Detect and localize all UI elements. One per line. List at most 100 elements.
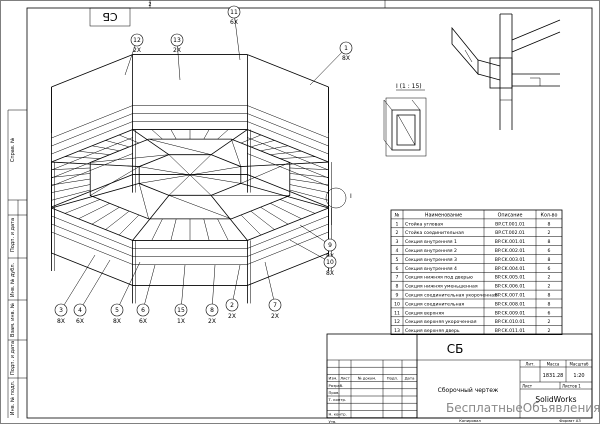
- table-cell: 5: [396, 257, 399, 263]
- callout-9: 98X: [300, 225, 336, 260]
- table-header-cell: Наименование: [425, 212, 462, 218]
- side-label: Взам. инв. №: [10, 302, 16, 337]
- callout-number: 5: [115, 307, 119, 314]
- callout-qty: 8X: [113, 318, 121, 325]
- table-cell: Секция внутренняя 4: [405, 266, 457, 272]
- title-block-header: Дата: [405, 376, 415, 381]
- radial-beam: [133, 130, 169, 155]
- table-cell: Секция внутренняя 3: [405, 257, 457, 263]
- table-cell: 1: [396, 221, 399, 227]
- callout-3: 3 8X: [55, 255, 95, 325]
- table-cell: Стойка угловая: [405, 220, 443, 227]
- table-cell: 11: [394, 310, 400, 316]
- table-cell: 6: [548, 266, 551, 272]
- table-cell: Секция верхняя: [405, 310, 444, 316]
- callout-number: 13: [173, 37, 181, 44]
- title-block-row-label: Пров.: [329, 390, 340, 395]
- callout-2: 22X: [226, 265, 240, 320]
- detail-marker: I: [350, 193, 352, 200]
- table-cell: Секция нижняя под дверью: [405, 275, 473, 281]
- table-cell: Секция внутренняя 2: [405, 248, 457, 254]
- copied-label: Копировал: [459, 418, 481, 423]
- table-cell: BP.CK.002.01: [495, 248, 525, 254]
- callout-number: 7: [273, 302, 277, 309]
- table-cell: 10: [394, 301, 400, 307]
- lit-label: Лит.: [525, 362, 534, 367]
- table-cell: 6: [548, 248, 551, 254]
- detail-view: I (1 : 15) I: [326, 83, 426, 208]
- table-cell: BP.CK.001.01: [495, 239, 525, 245]
- table-header-cell: Кол-во: [541, 212, 558, 218]
- callout-number: 2: [230, 302, 234, 309]
- callout-qty: 6X: [139, 318, 147, 325]
- title-block-header: № докум.: [358, 376, 377, 381]
- table-cell: BP.CK.005.01: [495, 275, 525, 281]
- table-cell: 8: [548, 301, 551, 307]
- radial-beam: [241, 162, 329, 167]
- table-cell: 9: [396, 293, 399, 299]
- callout-qty: 2X: [208, 318, 216, 325]
- table-cell: 8: [548, 221, 551, 227]
- sheet-label: Лист: [522, 384, 533, 389]
- detail-label: I (1 : 15): [396, 83, 422, 90]
- callout-qty: 2X: [271, 313, 279, 320]
- table-cell: 2: [548, 328, 551, 334]
- radial-beam: [211, 130, 247, 155]
- title-block-row-label: Н. контр.: [329, 412, 347, 417]
- callout-qty: 8X: [57, 318, 65, 325]
- callouts: 122X132X116X18X98X108X38X46X58X66X151X82…: [55, 6, 352, 325]
- side-label: Инв. № дубл.: [10, 262, 16, 297]
- table-cell: 13: [394, 328, 400, 334]
- table-cell: 2: [396, 230, 399, 236]
- title-block-header: Изм.: [329, 376, 338, 381]
- table-cell: BP.CK.006.01: [495, 284, 525, 290]
- table-header-cell: Описание: [498, 212, 523, 218]
- callout-number: 11: [230, 9, 238, 16]
- table-cell: 2: [548, 230, 551, 236]
- table-cell: Секция соединительная: [405, 301, 464, 307]
- detail-circle: [326, 188, 346, 208]
- table-cell: Стойка соединительная: [405, 229, 464, 236]
- zoom-detail: [452, 14, 560, 130]
- table-cell: 3: [396, 239, 399, 245]
- title-block-row-label: Утв.: [329, 419, 337, 424]
- table-cell: Секция внутренняя 1: [405, 239, 457, 245]
- table-cell: Секция верхняя укороченная: [405, 319, 477, 325]
- callout-number: 6: [141, 307, 145, 314]
- callout-8: 82X: [206, 265, 218, 325]
- sheets-label: Листов 1: [562, 384, 581, 389]
- frame-mid-ring: [90, 139, 290, 219]
- table-row: 4 Секция внутренняя 2 BP.CK.002.01 6: [396, 248, 551, 254]
- callout-number: 3: [59, 307, 63, 314]
- callout-qty: 8X: [342, 55, 350, 62]
- scale-label: Масштаб: [569, 362, 589, 367]
- table-cell: 8: [548, 257, 551, 263]
- callout-qty: 6X: [76, 318, 84, 325]
- mass-value: 1831.28: [543, 373, 564, 379]
- callout-qty: 2X: [133, 47, 141, 54]
- table-cell: Секция нижняя уменьшенная: [405, 284, 478, 290]
- table-cell: 6: [396, 266, 399, 272]
- table-header-cell: №: [395, 212, 400, 218]
- side-label: Справ. №: [10, 137, 16, 162]
- format-label: Формат A3: [559, 418, 581, 423]
- table-cell: 12: [394, 319, 400, 325]
- top-rail: [51, 55, 132, 87]
- mass-label: Масса: [547, 362, 560, 367]
- title-block-row-label: Т. контр.: [328, 397, 347, 402]
- side-label: Подп. и дата: [10, 218, 16, 252]
- table-cell: Секция соединительная укороченная: [405, 293, 497, 299]
- table-cell: 4: [396, 248, 399, 254]
